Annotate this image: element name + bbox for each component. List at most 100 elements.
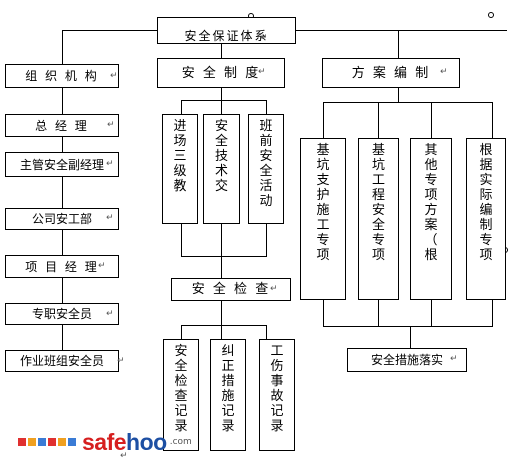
return-mark: ↵ [260, 33, 268, 43]
line-item2-down [221, 224, 222, 278]
line-check-down [221, 301, 222, 325]
plan-item-2-text: 基坑工程安全专项 [359, 143, 398, 263]
line-system-bracket-bottom [181, 256, 267, 257]
return-mark: ↵ [106, 213, 114, 223]
check-item-1: 安全检查记录 [163, 339, 199, 451]
vertical-char: 记 [270, 404, 284, 419]
vertical-char: 三 [173, 149, 187, 164]
vertical-char: 专 [479, 233, 493, 248]
vertical-char: 技 [214, 149, 228, 164]
org-level-1: 总 经 理 [5, 114, 119, 137]
vertical-char: 事 [270, 374, 284, 389]
line-item3-up [266, 100, 267, 114]
vertical-char: 活 [259, 179, 273, 194]
plan-header: 方 案 编 制 [322, 58, 460, 88]
plan-result-text: 安全措施落实 [370, 353, 443, 367]
vertical-char: 专 [371, 233, 385, 248]
return-mark: ↵ [107, 120, 115, 130]
org-level-4: 项 目 经 理 [5, 255, 119, 278]
logo-wordmark-left: safe [82, 428, 127, 455]
vertical-char: 措 [221, 374, 235, 389]
vertical-char: 班 [259, 119, 273, 134]
org-level-2-text: 主管安全副经理 [19, 157, 104, 172]
vertical-char: 项 [371, 248, 385, 263]
vertical-char: 检 [174, 374, 188, 389]
title-box: 安全保证体系 [157, 17, 296, 44]
vertical-char: 案 [424, 218, 438, 233]
system-item-2-text: 安全技术交 [204, 119, 239, 194]
plan-item-4-text: 根据实际编制专项 [467, 143, 505, 263]
line-right-drop [398, 30, 399, 58]
org-header-text: 组 织 机 构 [25, 69, 99, 83]
vertical-char: 全 [214, 134, 228, 149]
vertical-char: 交 [214, 179, 228, 194]
system-item-1-text: 进场三级教 [163, 119, 197, 194]
check-item-2-text: 纠正措施记录 [211, 344, 245, 434]
vertical-char: 坑 [316, 158, 330, 173]
vertical-char: 前 [259, 134, 273, 149]
vertical-char: 坑 [371, 158, 385, 173]
line-plan-bracket-top [323, 102, 493, 103]
org-level-4-text: 项 目 经 理 [25, 259, 99, 274]
vertical-char: 伤 [270, 359, 284, 374]
line-check2-up [221, 325, 222, 339]
plan-header-text: 方 案 编 制 [351, 65, 431, 81]
vertical-char: 基 [316, 143, 330, 158]
org-header: 组 织 机 构 [5, 64, 119, 88]
system-item-1: 进场三级教 [162, 114, 198, 224]
return-mark: ↵ [106, 159, 114, 169]
vertical-char: 项 [316, 248, 330, 263]
line-item1-up [181, 100, 182, 114]
line-plan1-down [323, 300, 324, 326]
org-level-3-text: 公司安工部 [31, 212, 92, 226]
vertical-char: 据 [479, 158, 493, 173]
vertical-char: （ [424, 233, 438, 248]
line-title-left [62, 30, 158, 31]
line-system-bracket-top [181, 100, 266, 101]
title-text: 安全保证体系 [184, 29, 269, 43]
line-title-right [296, 30, 507, 31]
watermark-logo: safehoo .com [18, 428, 192, 456]
line-mid-drop [221, 44, 222, 58]
vertical-char: 动 [259, 194, 273, 209]
logo-square-6 [68, 438, 76, 446]
system-header: 安 全 制 度 [157, 58, 285, 88]
logo-square-3 [38, 438, 46, 446]
system-item-2: 安全技术交 [203, 114, 240, 224]
connector-dot-right [488, 12, 494, 18]
vertical-char: 场 [173, 134, 187, 149]
system-item-3-text: 班前安全活动 [249, 119, 283, 209]
logo-suffix: .com [169, 437, 192, 447]
line-plan3-up [431, 102, 432, 138]
vertical-char: 基 [371, 143, 385, 158]
system-item-3: 班前安全活动 [248, 114, 284, 224]
vertical-char: 施 [221, 389, 235, 404]
vertical-char: 教 [173, 179, 187, 194]
check-item-3: 工伤事故记录 [259, 339, 295, 451]
org-level-6-text: 作业班组安全员 [19, 354, 104, 368]
vertical-char: 全 [174, 359, 188, 374]
org-level-5: 专职安全员 [5, 303, 119, 325]
vertical-char: 程 [371, 188, 385, 203]
vertical-char: 根 [479, 143, 493, 158]
line-item3-down [266, 224, 267, 256]
logo-square-1 [18, 438, 26, 446]
return-mark: ↵ [110, 71, 118, 81]
line-item1-down [181, 224, 182, 256]
vertical-char: 查 [174, 389, 188, 404]
line-check1-up [181, 325, 182, 339]
return-mark: ↵ [106, 309, 114, 319]
vertical-char: 支 [316, 173, 330, 188]
plan-item-1: 基坑支护施工专项 [300, 138, 346, 300]
return-mark: ↵ [117, 356, 125, 366]
vertical-char: 际 [479, 188, 493, 203]
vertical-char: 术 [214, 164, 228, 179]
return-mark: ↵ [258, 67, 266, 77]
vertical-char: 纠 [221, 344, 235, 359]
org-level-6: 作业班组安全员 [5, 350, 119, 372]
vertical-char: 级 [173, 164, 187, 179]
vertical-char: 记 [221, 404, 235, 419]
line-plan2-down [378, 300, 379, 326]
vertical-char: 护 [316, 188, 330, 203]
return-mark: ↵ [98, 261, 106, 271]
